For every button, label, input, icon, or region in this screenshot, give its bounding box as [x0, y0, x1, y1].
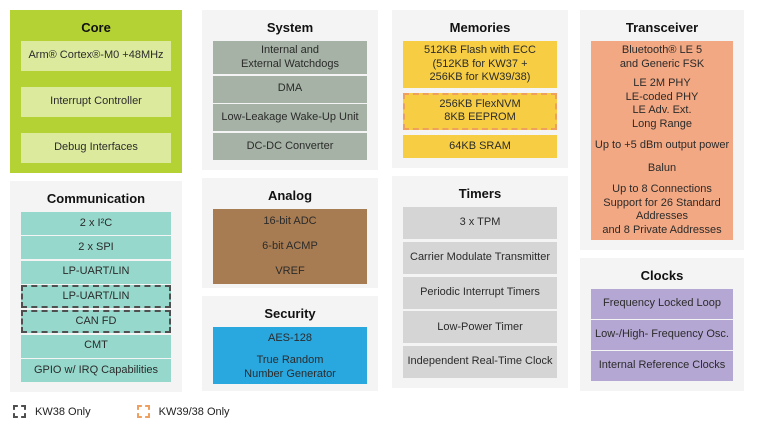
- block-dcdc-converter: DC-DC Converter: [213, 132, 367, 160]
- column-3: Memories 512KB Flash with ECC (512KB for…: [392, 10, 568, 388]
- section-timers: Timers 3 x TPM Carrier Modulate Transmit…: [392, 176, 568, 388]
- section-title-security: Security: [264, 306, 316, 321]
- section-title-clocks: Clocks: [640, 268, 684, 283]
- block-16bit-adc: 16-bit ADC: [213, 209, 367, 234]
- block-lp-uart-lin-2: LP-UART/LIN: [21, 284, 171, 309]
- block-2x-i2c: 2 x I²C: [21, 212, 171, 235]
- section-transceiver: Transceiver Bluetooth® LE 5 and Generic …: [580, 10, 744, 250]
- block-low-leakage-wakeup: Low-Leakage Wake-Up Unit: [213, 104, 367, 132]
- legend-label-kw39-38: KW39/38 Only: [158, 405, 230, 418]
- section-title-timers: Timers: [458, 186, 502, 201]
- block-carrier-modulate-transmitter: Carrier Modulate Transmitter: [403, 241, 557, 274]
- block-true-random-number-generator: True Random Number Generator: [213, 351, 367, 384]
- section-title-transceiver: Transceiver: [625, 20, 699, 35]
- block-dma: DMA: [213, 75, 367, 103]
- block-2x-spi: 2 x SPI: [21, 236, 171, 260]
- block-64kb-sram: 64KB SRAM: [403, 135, 557, 158]
- block-arm-cortex-m0: Arm® Cortex®-M0 +48MHz: [21, 41, 171, 71]
- section-memories: Memories 512KB Flash with ECC (512KB for…: [392, 10, 568, 168]
- block-interrupt-controller: Interrupt Controller: [21, 87, 171, 117]
- column-1: Core Arm® Cortex®-M0 +48MHz Interrupt Co…: [10, 10, 182, 392]
- block-connections-addresses: Up to 8 Connections Support for 26 Stand…: [591, 180, 733, 240]
- block-gpio-irq: GPIO w/ IRQ Capabilities: [21, 358, 171, 382]
- section-title-memories: Memories: [449, 20, 511, 35]
- kw39-38-dashed-swatch: [136, 405, 150, 418]
- section-communication: Communication 2 x I²C 2 x SPI LP-UART/LI…: [10, 181, 182, 392]
- block-watchdogs: Internal and External Watchdogs: [213, 41, 367, 74]
- system-items: Internal and External Watchdogs DMA Low-…: [213, 41, 367, 160]
- section-security: Security AES-128 True Random Number Gene…: [202, 296, 378, 391]
- block-bluetooth-le5-fsk: Bluetooth® LE 5 and Generic FSK: [591, 41, 733, 74]
- block-balun: Balun: [591, 157, 733, 180]
- kw38-dashed-swatch: [13, 405, 26, 418]
- section-system: System Internal and External Watchdogs D…: [202, 10, 378, 170]
- block-6bit-acmp: 6-bit ACMP: [213, 234, 367, 259]
- section-core: Core Arm® Cortex®-M0 +48MHz Interrupt Co…: [10, 10, 182, 173]
- block-independent-rtc: Independent Real-Time Clock: [403, 346, 557, 378]
- block-can-fd: CAN FD: [21, 309, 171, 334]
- clocks-items: Frequency Locked Loop Low-/High- Frequen…: [591, 289, 733, 381]
- diagram-columns: Core Arm® Cortex®-M0 +48MHz Interrupt Co…: [10, 10, 744, 392]
- block-le-phy-modes: LE 2M PHY LE-coded PHY LE Adv. Ext. Long…: [591, 74, 733, 134]
- communication-items: 2 x I²C 2 x SPI LP-UART/LIN LP-UART/LIN …: [21, 212, 171, 382]
- block-cmt: CMT: [21, 334, 171, 358]
- block-debug-interfaces: Debug Interfaces: [21, 133, 171, 163]
- section-title-communication: Communication: [46, 191, 146, 206]
- block-aes-128: AES-128: [213, 327, 367, 351]
- section-title-analog: Analog: [267, 188, 313, 203]
- timers-items: 3 x TPM Carrier Modulate Transmitter Per…: [403, 207, 557, 378]
- block-512kb-flash-ecc: 512KB Flash with ECC (512KB for KW37 + 2…: [403, 41, 557, 88]
- block-vref: VREF: [213, 259, 367, 284]
- legend: KW38 Only KW39/38 Only: [0, 392, 765, 418]
- section-title-system: System: [266, 20, 314, 35]
- transceiver-items: Bluetooth® LE 5 and Generic FSK LE 2M PH…: [591, 41, 733, 240]
- section-clocks: Clocks Frequency Locked Loop Low-/High- …: [580, 258, 744, 391]
- section-title-core: Core: [81, 20, 111, 35]
- legend-label-kw38: KW38 Only: [35, 405, 91, 418]
- block-low-power-timer: Low-Power Timer: [403, 311, 557, 344]
- block-output-power: Up to +5 dBm output power: [591, 134, 733, 157]
- block-periodic-interrupt-timers: Periodic Interrupt Timers: [403, 276, 557, 309]
- security-items: AES-128 True Random Number Generator: [213, 327, 367, 384]
- legend-item-kw39-38: KW39/38 Only: [136, 405, 230, 418]
- memories-items: 512KB Flash with ECC (512KB for KW37 + 2…: [403, 41, 557, 158]
- block-lp-uart-lin-1: LP-UART/LIN: [21, 260, 171, 284]
- block-internal-reference-clocks: Internal Reference Clocks: [591, 351, 733, 381]
- legend-item-kw38: KW38 Only: [13, 405, 91, 418]
- column-4: Transceiver Bluetooth® LE 5 and Generic …: [580, 10, 744, 391]
- core-items: Arm® Cortex®-M0 +48MHz Interrupt Control…: [21, 41, 171, 163]
- column-2: System Internal and External Watchdogs D…: [202, 10, 378, 391]
- block-frequency-locked-loop: Frequency Locked Loop: [591, 289, 733, 319]
- analog-items: 16-bit ADC 6-bit ACMP VREF: [213, 209, 367, 284]
- block-low-high-frequency-osc: Low-/High- Frequency Osc.: [591, 320, 733, 350]
- block-flexnvm-eeprom: 256KB FlexNVM 8KB EEPROM: [403, 92, 557, 130]
- section-analog: Analog 16-bit ADC 6-bit ACMP VREF: [202, 178, 378, 288]
- block-3x-tpm: 3 x TPM: [403, 207, 557, 239]
